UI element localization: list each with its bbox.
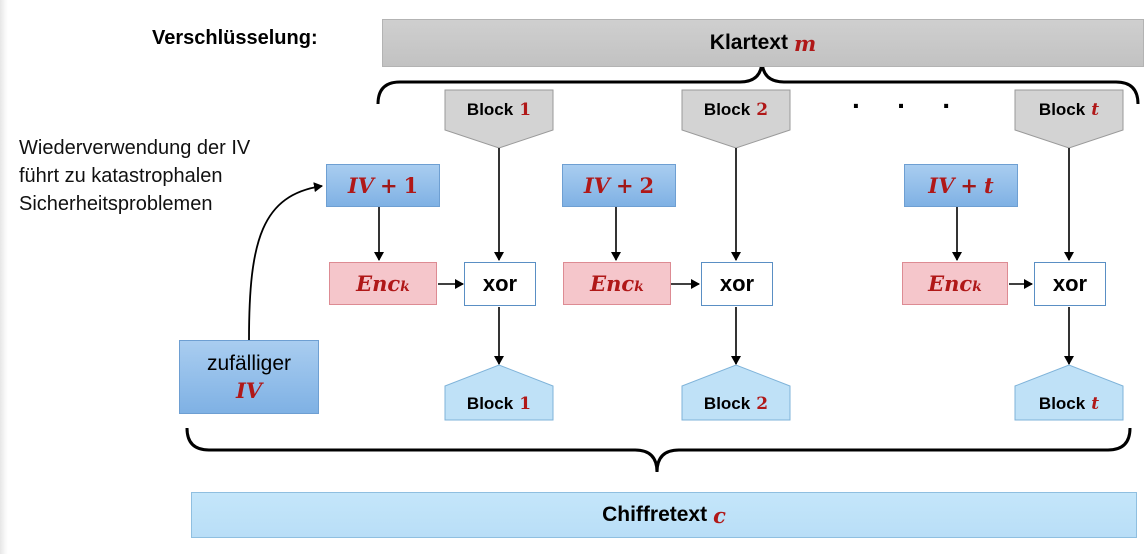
ellipsis-dots: · · · bbox=[852, 90, 966, 121]
plain-block-label: Block bbox=[466, 100, 514, 119]
xor-box-1: xor bbox=[464, 262, 536, 306]
plaintext-var: m bbox=[793, 30, 817, 56]
enc-key-subscript: k bbox=[400, 278, 410, 295]
plaintext-label: Klartext bbox=[709, 31, 788, 54]
enc-symbol: Enc bbox=[590, 271, 635, 296]
enc-symbol: Enc bbox=[928, 271, 973, 296]
plain-block-shape-2 bbox=[681, 89, 791, 149]
plain-block-label: Block bbox=[1038, 100, 1086, 119]
ciphertext-brace bbox=[185, 427, 1132, 473]
random-iv-line-2: IV bbox=[235, 377, 263, 403]
cipher-block-shape-t bbox=[1014, 364, 1124, 421]
iv-symbol: IV bbox=[583, 173, 610, 198]
plain-block-number: t bbox=[1091, 100, 1100, 120]
iv-counter-box-t: IV+t bbox=[904, 164, 1018, 207]
enc-key-subscript: k bbox=[634, 278, 644, 295]
plain-block-2: Block 2 bbox=[682, 90, 790, 130]
plain-block-shape-t bbox=[1014, 89, 1124, 149]
note-line-2: führt zu katastrophalen bbox=[19, 165, 223, 187]
iv-counter-box-1: IV+1 bbox=[326, 164, 440, 207]
xor-box-2: xor bbox=[701, 262, 773, 306]
iv-reuse-note: Wiederverwendung der IV führt zu katastr… bbox=[19, 134, 250, 218]
xor-box-t: xor bbox=[1034, 262, 1106, 306]
plain-block-number: 2 bbox=[756, 100, 769, 120]
enc-key-subscript: k bbox=[972, 278, 982, 295]
random-iv-curve-arrow bbox=[248, 182, 323, 341]
cipher-block-number: 1 bbox=[519, 394, 532, 414]
cipher-block-shape-2 bbox=[681, 364, 791, 421]
iv-offset: 1 bbox=[403, 173, 419, 198]
iv-symbol: IV bbox=[347, 173, 374, 198]
random-iv-line-1: zufälliger bbox=[206, 351, 292, 375]
iv-offset: 2 bbox=[639, 173, 655, 198]
cipher-block-label: Block bbox=[1038, 394, 1086, 413]
left-edge-shadow bbox=[0, 0, 8, 554]
plaintext-bar: Klartext m bbox=[382, 19, 1144, 67]
plus-operator: + bbox=[615, 173, 634, 198]
plain-block-shape-1 bbox=[444, 89, 554, 149]
ciphertext-var: c bbox=[713, 502, 726, 528]
plus-operator: + bbox=[379, 173, 398, 198]
ciphertext-bar: Chiffretext c bbox=[191, 492, 1137, 538]
cipher-block-label: Block bbox=[466, 394, 514, 413]
random-iv-box: zufälliger IV bbox=[179, 340, 319, 414]
iv-offset: t bbox=[984, 173, 994, 198]
iv-symbol: IV bbox=[928, 173, 955, 198]
note-line-1: Wiederverwendung der IV bbox=[19, 137, 251, 159]
iv-counter-box-2: IV+2 bbox=[562, 164, 676, 207]
plain-block-1: Block 1 bbox=[445, 90, 553, 130]
cipher-block-2: Block 2 bbox=[682, 388, 790, 420]
cipher-block-number: t bbox=[1091, 394, 1100, 414]
note-line-3: Sicherheitsproblemen bbox=[19, 193, 213, 215]
cipher-block-1: Block 1 bbox=[445, 388, 553, 420]
cipher-block-number: 2 bbox=[756, 394, 769, 414]
heading-encryption: Verschlüsselung: bbox=[152, 27, 318, 49]
cipher-block-shape-1 bbox=[444, 364, 554, 421]
plus-operator: + bbox=[960, 173, 979, 198]
ciphertext-label: Chiffretext bbox=[602, 503, 708, 526]
enc-symbol: Enc bbox=[356, 271, 401, 296]
plain-block-label: Block bbox=[703, 100, 751, 119]
plain-block-number: 1 bbox=[519, 100, 532, 120]
cipher-block-label: Block bbox=[703, 394, 751, 413]
